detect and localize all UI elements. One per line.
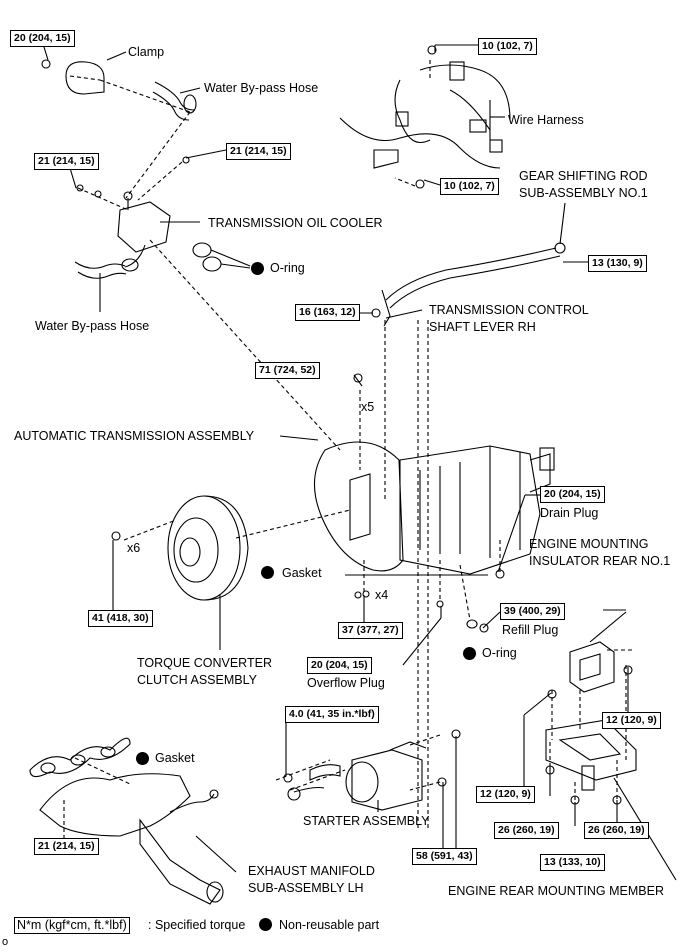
torque-member-center: 13 (133, 10) [540, 854, 605, 871]
label-insulator-line1: ENGINE MOUNTING [529, 537, 649, 551]
label-oring-bottom: O-ring [482, 646, 517, 660]
label-torque-conv-line1: TORQUE CONVERTER [137, 656, 272, 670]
torque-manifold: 21 (214, 15) [34, 838, 99, 855]
label-x6: x6 [127, 541, 141, 555]
label-gear-rod-line1: GEAR SHIFTING ROD [519, 169, 648, 183]
torque-converter-bolt: 41 (418, 30) [88, 610, 153, 627]
torque-cooler-bolt-left: 21 (214, 15) [34, 153, 99, 170]
torque-drain-plug: 20 (204, 15) [540, 486, 605, 503]
legend-specified-torque: : Specified torque [148, 918, 246, 932]
torque-overflow-plug: 20 (204, 15) [307, 657, 372, 674]
label-water-hose-bottom: Water By-pass Hose [35, 319, 150, 333]
legend-non-reusable-label: Non-reusable part [279, 918, 380, 932]
non-reusable-marker-oring-top [251, 262, 264, 275]
torque-trans-bolt: 71 (724, 52) [255, 362, 320, 379]
label-x5: x5 [361, 400, 375, 414]
label-rear-member: ENGINE REAR MOUNTING MEMBER [448, 884, 664, 898]
label-refill-plug: Refill Plug [502, 623, 559, 637]
label-water-hose-top: Water By-pass Hose [204, 81, 319, 95]
label-clamp: Clamp [128, 45, 165, 59]
label-auto-trans: AUTOMATIC TRANSMISSION ASSEMBLY [14, 429, 255, 443]
torque-member-left: 26 (260, 19) [494, 822, 559, 839]
label-drain-plug: Drain Plug [540, 506, 599, 520]
label-control-lever-line1: TRANSMISSION CONTROL [429, 303, 589, 317]
non-reusable-marker-gasket-mid [261, 566, 274, 579]
label-gasket-mid: Gasket [282, 566, 322, 580]
torque-harness-bottom: 10 (102, 7) [440, 178, 499, 195]
torque-control-lever: 16 (163, 12) [295, 304, 360, 321]
corner-code: o [2, 936, 9, 948]
torque-starter-bolts: 58 (591, 43) [412, 848, 477, 865]
non-reusable-marker-oring-bottom [463, 647, 476, 660]
torque-refill-plug: 39 (400, 29) [500, 603, 565, 620]
label-control-lever-line2: SHAFT LEVER RH [429, 320, 536, 334]
torque-clamp: 20 (204, 15) [10, 30, 75, 47]
label-oil-cooler: TRANSMISSION OIL COOLER [208, 216, 383, 230]
label-starter: STARTER ASSEMBLY [303, 814, 430, 828]
torque-mount-left: 12 (120, 9) [476, 786, 535, 803]
torque-cooler-bolt-right: 21 (214, 15) [226, 143, 291, 160]
legend-torque-unit: N*m (kgf*cm, ft.*lbf) [14, 917, 130, 934]
label-overflow-plug: Overflow Plug [307, 676, 385, 690]
label-insulator-line2: INSULATOR REAR NO.1 [529, 554, 671, 568]
label-gear-rod-line2: SUB-ASSEMBLY NO.1 [519, 186, 648, 200]
non-reusable-marker-gasket-manifold [136, 752, 149, 765]
label-exhaust-line1: EXHAUST MANIFOLD [248, 864, 375, 878]
legend-non-reusable-dot [259, 918, 272, 931]
torque-mount-right: 12 (120, 9) [602, 712, 661, 729]
torque-member-right: 26 (260, 19) [584, 822, 649, 839]
label-exhaust-line2: SUB-ASSEMBLY LH [248, 881, 364, 895]
label-oring-top: O-ring [270, 261, 305, 275]
label-gasket-manifold: Gasket [155, 751, 195, 765]
torque-harness-top: 10 (102, 7) [478, 38, 537, 55]
torque-small-bolt: 37 (377, 27) [338, 622, 403, 639]
label-x4: x4 [375, 588, 389, 602]
label-torque-conv-line2: CLUTCH ASSEMBLY [137, 673, 257, 687]
torque-starter-nut: 4.0 (41, 35 in.*lbf) [285, 706, 379, 723]
torque-shift-rod: 13 (130, 9) [588, 255, 647, 272]
label-wire-harness: Wire Harness [508, 113, 584, 127]
